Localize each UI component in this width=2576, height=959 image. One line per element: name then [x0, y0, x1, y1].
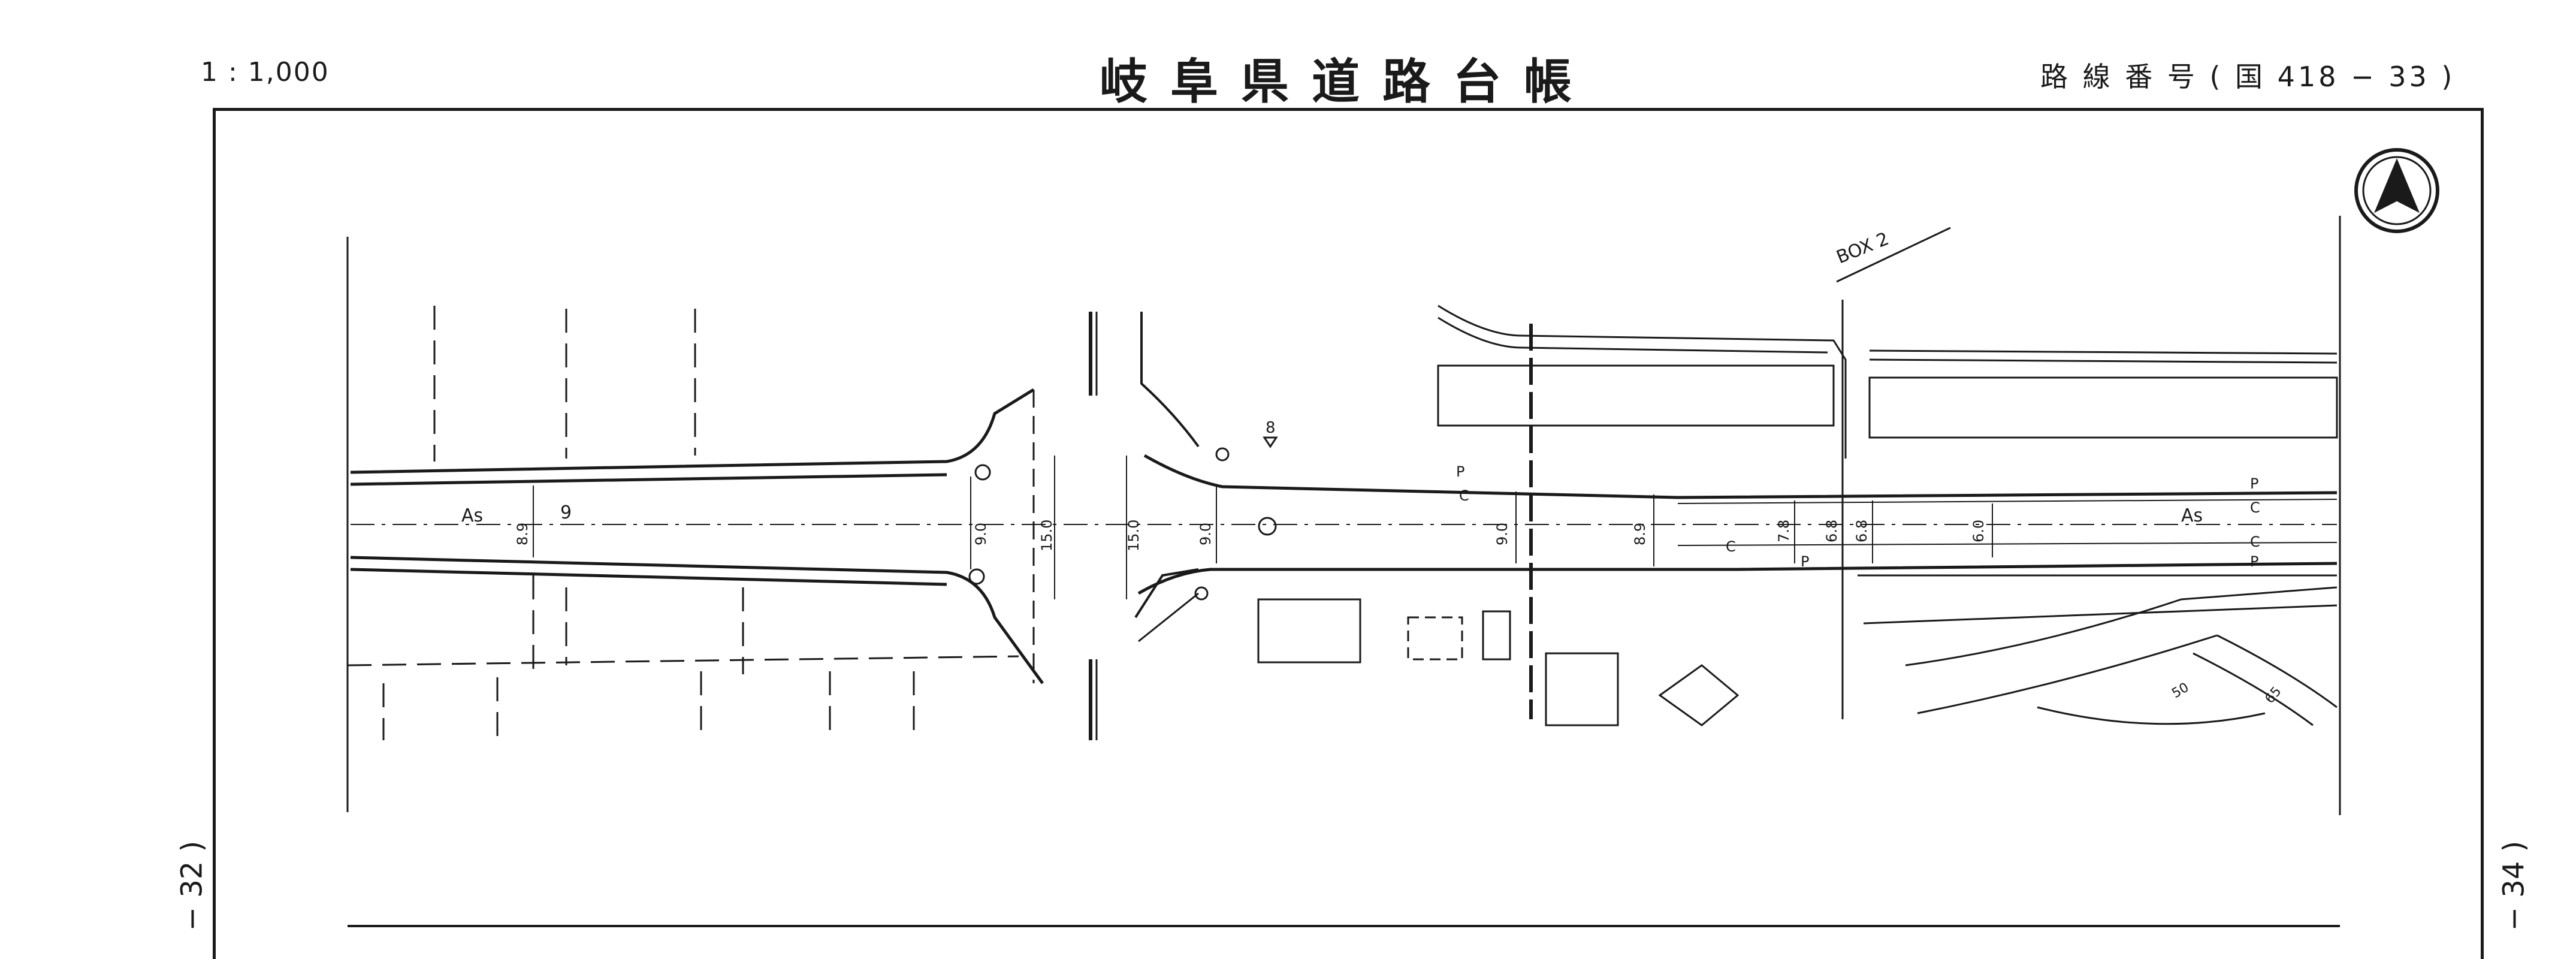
lane-code-label: C: [2250, 533, 2260, 550]
width-label: 15.0: [1125, 520, 1142, 551]
width-label: 7.8: [1775, 520, 1792, 542]
lane-code-label: C: [1726, 538, 1736, 555]
width-label: 9.0: [1197, 523, 1214, 545]
drawing-labels: BOX 2 As As 9 8.9 9.0 15.0 15.0 9.0 9.0 …: [461, 228, 2285, 707]
width-label: 6.0: [1970, 520, 1987, 542]
width-label: 15.0: [1038, 520, 1055, 551]
road-edges: [350, 388, 2338, 684]
width-label: 9: [560, 502, 572, 523]
box-culvert-label: BOX 2: [1834, 228, 1892, 269]
lane-code-label: C: [2250, 499, 2260, 516]
contour-label: 50: [2170, 680, 2192, 702]
route-number: 路 線 番 号 ( 国 418 − 33 ): [2040, 61, 2456, 93]
north-arrow-icon: [2354, 148, 2439, 233]
lane-code-label: P: [1456, 463, 1464, 480]
surface-label-right: As: [2181, 505, 2203, 526]
lane-code-label: C: [1459, 487, 1469, 504]
cross-road: [1032, 312, 1200, 740]
station-mark-label: 8: [1266, 419, 1276, 437]
dimension-lines: [533, 456, 1993, 599]
width-label: 9.0: [973, 523, 989, 545]
lane-code-label: P: [2250, 475, 2258, 492]
utility-markers: [968, 436, 1278, 601]
scale-label: 1 : 1,000: [201, 57, 330, 88]
right-structures: [1257, 227, 2338, 726]
surface-label-left: As: [461, 505, 483, 526]
width-label: 8.9: [1632, 523, 1648, 545]
lane-line: [1677, 542, 2338, 546]
lane-line: [1677, 499, 2338, 504]
parcel-lines-left: [347, 306, 1019, 740]
lane-code-label: P: [2250, 553, 2258, 570]
map-frame: [213, 108, 2484, 959]
page-title: 岐阜県道路台帳: [1100, 54, 1594, 110]
width-label: 8.9: [514, 523, 531, 545]
width-label: 6.8: [1823, 520, 1840, 542]
lane-code-label: P: [1801, 553, 1809, 570]
width-label: 9.0: [1494, 523, 1511, 545]
width-label: 6.8: [1853, 520, 1870, 542]
